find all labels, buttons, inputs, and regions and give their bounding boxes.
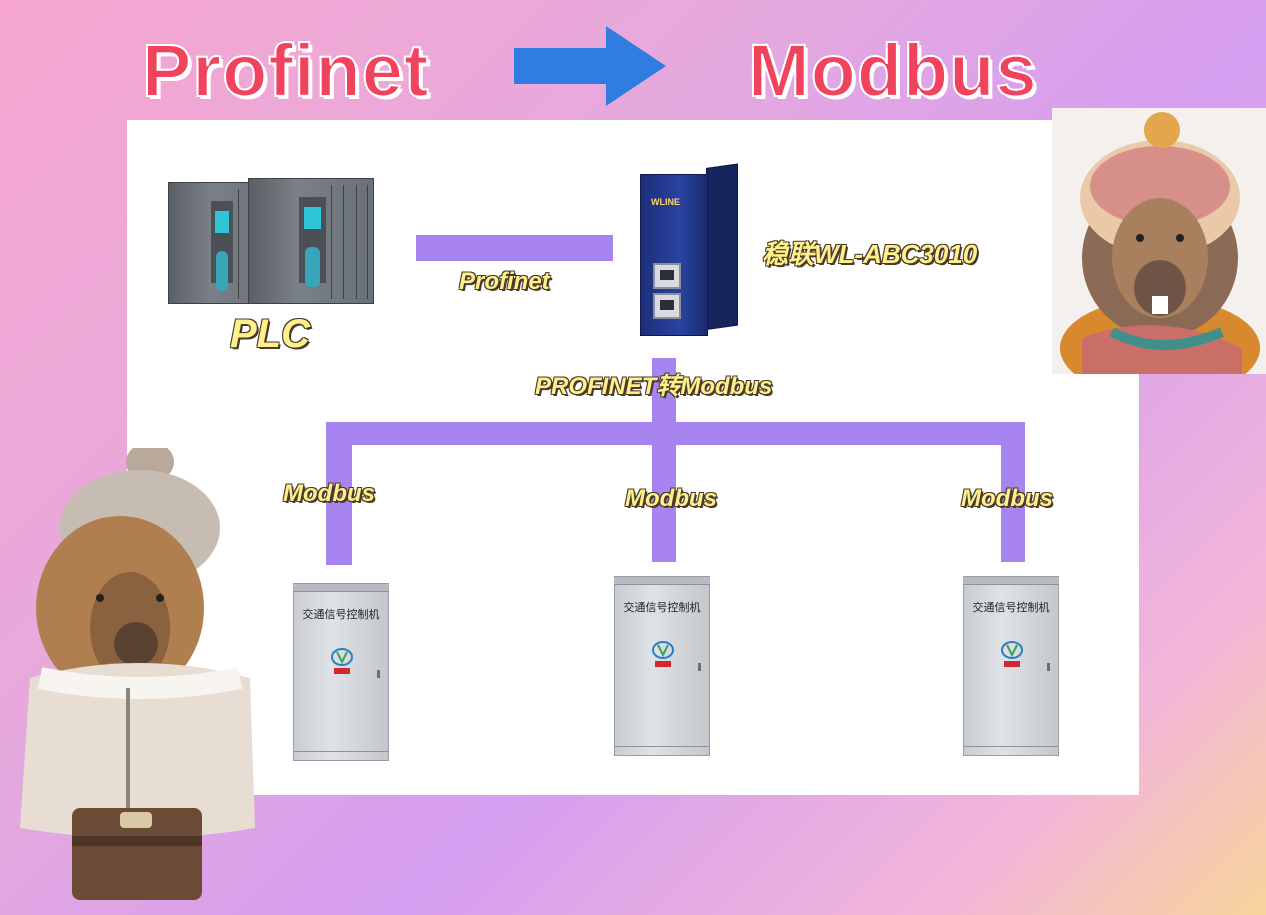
capybara-winter-coat-icon xyxy=(20,448,255,900)
gateway-logo: WLINE xyxy=(651,197,680,207)
traffic-signal-cabinet-left: 交通信号控制机 xyxy=(293,583,389,761)
modbus-label-left: Modbus xyxy=(283,480,375,507)
converter-label: PROFINET转Modbus xyxy=(535,373,773,400)
gateway-down-line xyxy=(652,358,676,562)
cabinet-title: 交通信号控制机 xyxy=(302,608,380,621)
title-modbus: Modbus xyxy=(747,28,1038,113)
profinet-link-label: Profinet xyxy=(459,268,550,295)
right-arrow-icon xyxy=(514,26,666,106)
capybara-trapper-hat-icon xyxy=(1052,108,1266,374)
plc-label: PLC xyxy=(230,312,310,356)
modbus-label-right: Modbus xyxy=(961,485,1053,512)
gateway-device: WLINE xyxy=(640,163,738,338)
traffic-signal-cabinet-center: 交通信号控制机 xyxy=(614,576,710,756)
plc-device xyxy=(168,178,374,308)
cabinet-logo-icon xyxy=(652,641,674,659)
profinet-link-line xyxy=(416,235,613,261)
modbus-drop-right xyxy=(1001,422,1025,562)
gateway-model-label: 稳联WL-ABC3010 xyxy=(762,239,978,269)
modbus-drop-left xyxy=(326,422,352,565)
cabinet-title: 交通信号控制机 xyxy=(623,601,701,614)
cabinet-logo-icon xyxy=(1001,641,1023,659)
cabinet-title: 交通信号控制机 xyxy=(972,601,1050,614)
traffic-signal-cabinet-right: 交通信号控制机 xyxy=(963,576,1059,756)
title-profinet: Profinet xyxy=(141,28,430,113)
modbus-label-center: Modbus xyxy=(625,485,717,512)
cabinet-logo-icon xyxy=(331,648,353,666)
modbus-bus-line xyxy=(326,422,1025,445)
